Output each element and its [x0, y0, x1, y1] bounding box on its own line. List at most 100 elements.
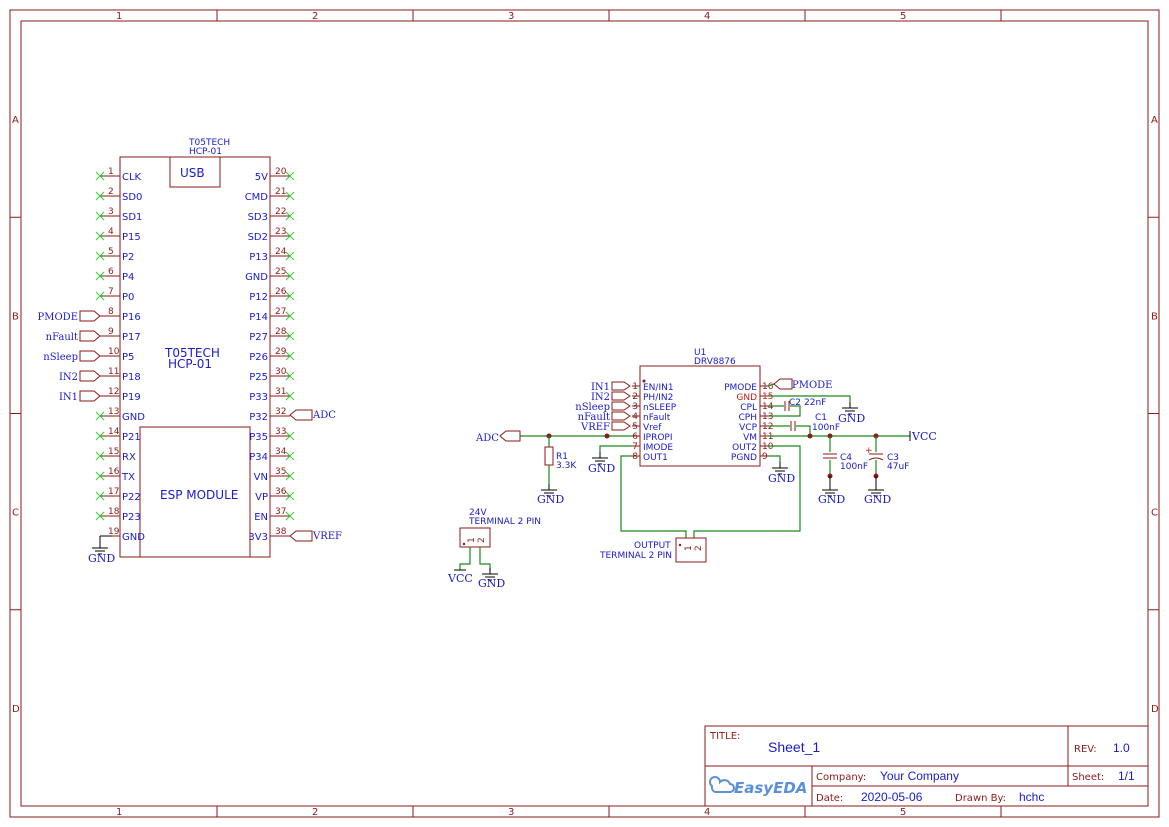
zone-row-left-C: C [12, 508, 19, 519]
u1-pin-name: VM [743, 433, 757, 443]
esp-module-box [139, 426, 251, 558]
svg-text:+: + [865, 446, 873, 456]
u1-pin-number: 13 [762, 412, 773, 422]
u2-part: HCP-01 [189, 147, 222, 157]
zone-col-top-2: 2 [312, 11, 318, 22]
c4-value: 100nF [840, 462, 868, 472]
no-connect-icon [285, 451, 295, 461]
u2-pin-number: 25 [275, 267, 286, 277]
u2-pin-number: 30 [275, 367, 287, 377]
u2-pin-name: VP [255, 492, 268, 503]
date-value: 2020-05-06 [861, 790, 923, 804]
zone-col-top-4: 4 [704, 11, 710, 22]
output-terminal-line1: OUTPUT [634, 541, 671, 551]
u2-pin-number: 38 [275, 527, 287, 537]
net-port-flag [611, 391, 631, 401]
output-terminal-connector[interactable]: 1 2 OUTPUT TERMINAL 2 PIN [599, 537, 707, 563]
zone-row-right-B: B [1151, 311, 1158, 322]
hcp01-module[interactable]: T05TECH HCP-01 USB ESP MODULE T05TECH HC… [95, 138, 295, 558]
u1-pin-number: 1 [632, 382, 638, 392]
port-nsleep-u1: nSleep [575, 401, 631, 413]
u2-pin-name: GND [122, 412, 145, 423]
gnd-label-u1-top: GND [838, 412, 865, 425]
u1-pin-name: IMODE [643, 443, 673, 453]
net-port-label: IN1 [59, 392, 78, 403]
usb-label: USB [180, 166, 205, 180]
zone-col-bottom-3: 3 [508, 807, 514, 818]
drawing-frame [9, 9, 1160, 818]
no-connect-icon [285, 171, 295, 181]
no-connect-icon [285, 191, 295, 201]
title-label: TITLE: [709, 731, 740, 742]
no-connect-icon [285, 471, 295, 481]
u2-pin-name: P32 [249, 412, 268, 423]
u2-pin-name: P27 [249, 332, 268, 343]
net-port-label: nSleep [575, 402, 610, 413]
u1-pin-name: PH/IN2 [643, 393, 673, 403]
u2-pin-number: 7 [108, 287, 114, 297]
u1-pin-name: VCP [739, 423, 757, 433]
u2-pin-number: 1 [108, 167, 114, 177]
c3-value: 47uF [887, 462, 909, 472]
output-terminal-line2: TERMINAL 2 PIN [599, 551, 672, 561]
u2-pin-number: 15 [108, 447, 119, 457]
title-value: Sheet_1 [768, 739, 820, 755]
u2-pin-name: P35 [249, 432, 268, 443]
u2-gnd-symbol: GND [88, 535, 115, 565]
u2-pin-number: 18 [108, 507, 120, 517]
no-connect-icon [95, 491, 105, 501]
u2-pin-number: 16 [108, 467, 120, 477]
no-connect-icon [285, 391, 295, 401]
power-terminal-connector[interactable]: 24V TERMINAL 2 PIN 1 2 VCC GND [447, 508, 541, 590]
net-port-label: VREF [580, 422, 610, 433]
u1-pin1-marker [642, 379, 646, 383]
u1-pin-number: 12 [762, 422, 773, 432]
u1-wiring: GND C2 22nF C1 100nF VCC C4 100nF GND [475, 395, 937, 538]
net-port-flag [79, 350, 101, 362]
c1-value: 100nF [812, 423, 840, 433]
gnd-label-c3: GND [864, 493, 891, 506]
net-port-flag [611, 401, 631, 411]
c4-ref: C4 [840, 453, 852, 463]
drawn-by-label: Drawn By: [955, 793, 1006, 804]
u2-pin-number: 35 [275, 467, 286, 477]
port-nsleep-u2: nSleep [43, 350, 101, 363]
zone-col-bottom-4: 4 [704, 807, 710, 818]
no-connect-icon [285, 231, 295, 241]
u2-pin-number: 34 [275, 447, 287, 457]
u1-pin-name: OUT2 [732, 443, 757, 453]
u2-pin-number: 37 [275, 507, 286, 517]
u1-pin-number: 3 [632, 402, 638, 412]
power-terminal-line2: TERMINAL 2 PIN [468, 517, 541, 527]
u2-pin-name: 3V3 [248, 532, 268, 543]
port-vref-u2: VREF [289, 530, 342, 542]
u1-pin-name: EN/IN1 [643, 383, 674, 393]
no-connect-icon [95, 471, 105, 481]
u2-pin-name: P12 [249, 292, 268, 303]
u2-pin-number: 26 [275, 287, 287, 297]
u1-pin-name: nSLEEP [643, 403, 677, 413]
u2-pin-name: P2 [122, 252, 134, 263]
u1-pin-number: 8 [632, 452, 638, 462]
u2-pin-name: GND [122, 532, 145, 543]
u2-pin-name: P22 [122, 492, 141, 503]
no-connect-icon [95, 271, 105, 281]
sheet-label: Sheet: [1072, 772, 1104, 783]
u2-pin-name: EN [254, 512, 268, 523]
